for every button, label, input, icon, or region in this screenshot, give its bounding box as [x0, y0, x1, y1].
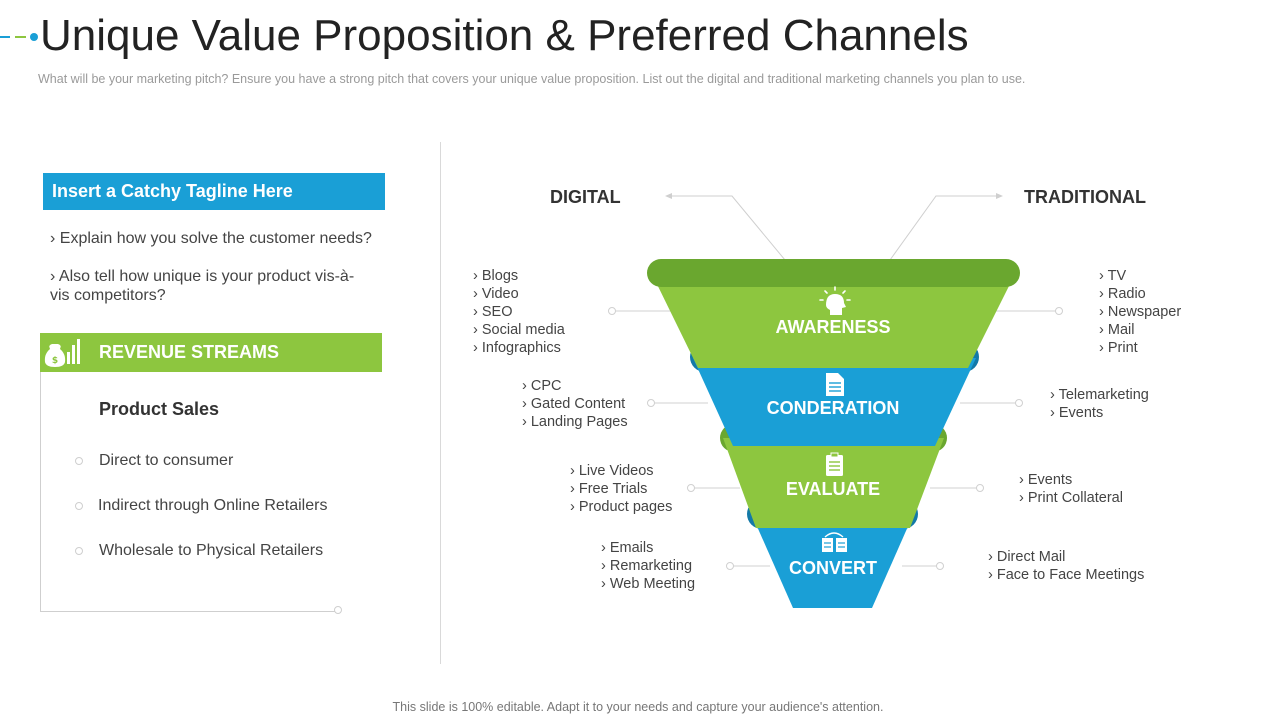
revenue-item-dot — [75, 457, 83, 465]
digital-pointer-line — [668, 195, 786, 261]
list-item: Print — [1107, 340, 1138, 356]
revenue-streams-title: REVENUE STREAMS — [99, 342, 280, 362]
list-item: Direct Mail — [996, 549, 1066, 565]
column-divider — [440, 142, 441, 664]
stage-label-awareness: AWARENESS — [775, 317, 890, 337]
revenue-item: Wholesale to Physical Retailers — [99, 542, 324, 559]
list-item: Radio — [1107, 286, 1146, 302]
digital-header: DIGITAL — [550, 187, 621, 207]
digital-list-awareness: › Blogs › Video › SEO › Social media › I… — [473, 268, 565, 356]
revenue-streams-box — [40, 372, 340, 612]
digital-list-consideration: › CPC › Gated Content › Landing Pages — [522, 378, 628, 430]
list-item: Events — [1027, 472, 1073, 488]
svg-text:$: $ — [52, 356, 58, 366]
list-item: Face to Face Meetings — [996, 567, 1145, 583]
footer-note: This slide is 100% editable. Adapt it to… — [392, 700, 884, 714]
clipboard-icon — [826, 452, 843, 476]
list-item: Remarketing — [609, 558, 693, 574]
traditional-list-convert: › Direct Mail › Face to Face Meetings — [988, 549, 1145, 583]
money-bag-chart-icon: $ — [44, 339, 80, 367]
list-item: Mail — [1107, 322, 1135, 338]
revenue-item-dot — [75, 547, 83, 555]
list-item: Free Trials — [578, 481, 648, 497]
list-item: Video — [481, 286, 519, 302]
list-item: Events — [1058, 405, 1104, 421]
revenue-streams-banner — [40, 333, 382, 372]
digital-list-evaluate: › Live Videos › Free Trials › Product pa… — [570, 463, 673, 515]
revenue-box-end-dot — [334, 606, 342, 614]
list-item: SEO — [481, 304, 513, 320]
list-item: Web Meeting — [609, 576, 696, 592]
tagline-banner: Insert a Catchy Tagline Here — [43, 173, 385, 210]
list-item: CPC — [530, 378, 562, 394]
list-item: Print Collateral — [1027, 490, 1123, 506]
list-item: Telemarketing — [1058, 387, 1149, 403]
list-item: Newspaper — [1107, 304, 1182, 320]
product-sales-heading: Product Sales — [99, 399, 220, 419]
revenue-item: Indirect through Online Retailers — [98, 497, 328, 514]
marketing-funnel-diagram: AWARENESS CONDERATION EVALUATE CONVERT — [608, 193, 1063, 608]
list-item: Blogs — [481, 268, 519, 284]
list-item: Gated Content — [530, 396, 626, 412]
stage-label-evaluate: EVALUATE — [786, 479, 880, 499]
bullet-customer-needs: › Explain how you solve the customer nee… — [50, 230, 372, 247]
stage-label-consideration: CONDERATION — [767, 398, 900, 418]
list-item: Live Videos — [578, 463, 654, 479]
digital-list-convert: › Emails › Remarketing › Web Meeting — [601, 540, 696, 592]
lightbulb-head-icon — [819, 286, 851, 315]
revenue-item: Direct to consumer — [99, 452, 234, 469]
page-subtitle: What will be your marketing pitch? Ensur… — [38, 72, 1026, 86]
document-icon — [826, 373, 844, 396]
stage-label-convert: CONVERT — [789, 558, 877, 578]
revenue-item-dot — [75, 502, 83, 510]
traditional-header: TRADITIONAL — [1024, 187, 1146, 207]
list-item: TV — [1107, 268, 1127, 284]
list-item: Product pages — [578, 499, 673, 515]
traditional-list-evaluate: › Events › Print Collateral — [1019, 472, 1123, 506]
list-item: Infographics — [481, 340, 561, 356]
funnel-stage-awareness — [647, 259, 1020, 368]
page-title: Unique Value Proposition & Preferred Cha… — [40, 11, 969, 60]
list-item: Emails — [609, 540, 654, 556]
list-item: Landing Pages — [530, 414, 628, 430]
title-accent-icon — [0, 33, 38, 41]
traditional-list-consideration: › Telemarketing › Events — [1050, 387, 1149, 421]
bullet-unique-product: › Also tell how unique is your product v… — [50, 268, 355, 304]
exchange-documents-icon — [822, 532, 847, 552]
list-item: Social media — [481, 322, 565, 338]
traditional-pointer-line — [889, 195, 1000, 261]
traditional-list-awareness: › TV › Radio › Newspaper › Mail › Print — [1099, 268, 1182, 356]
